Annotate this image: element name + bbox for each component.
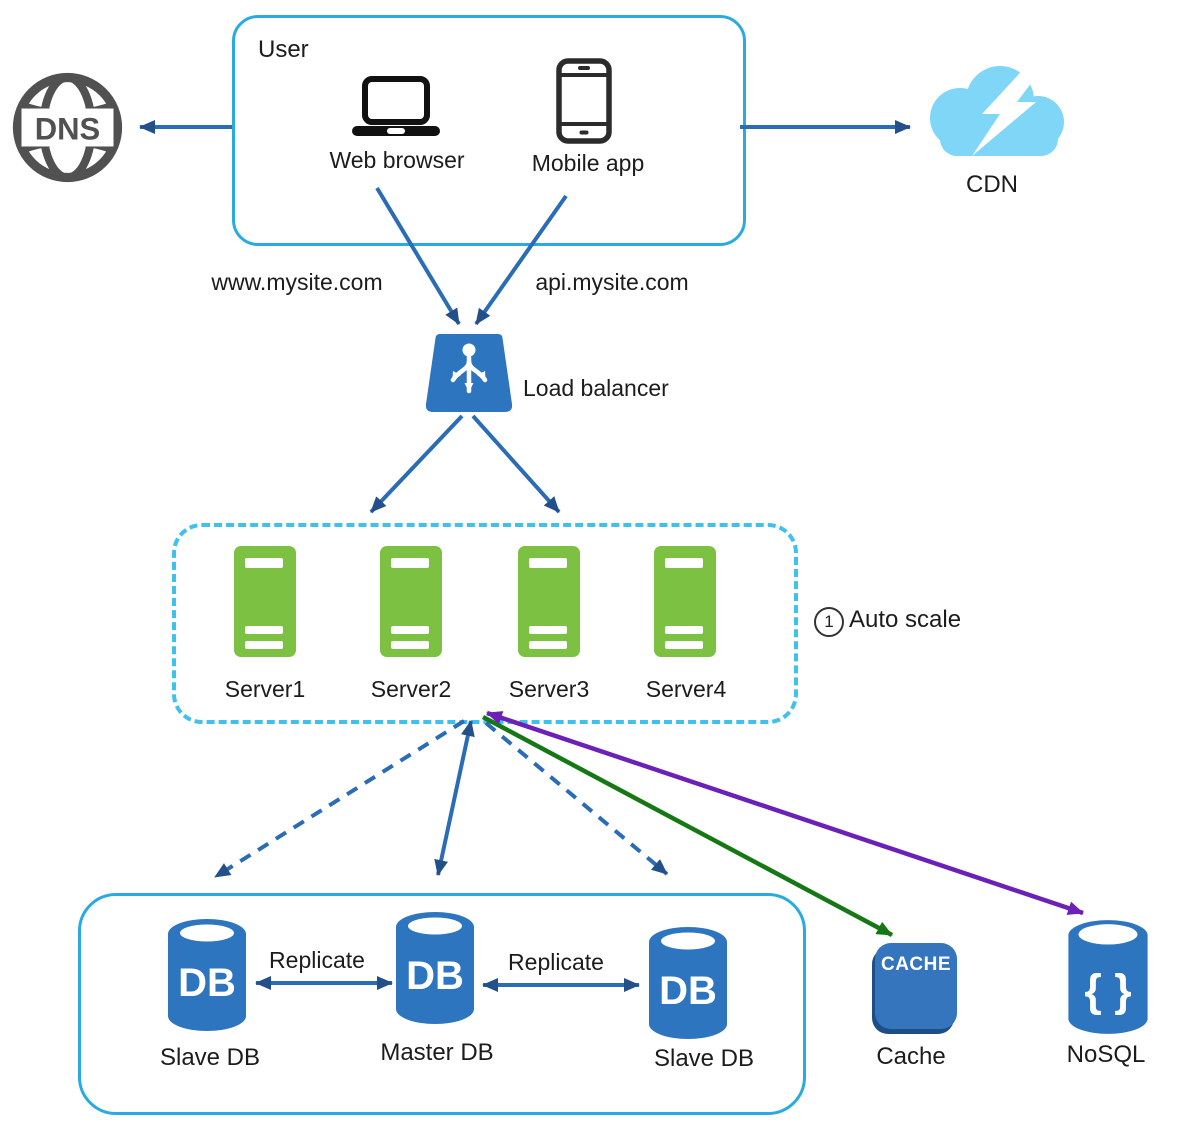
auto-scale-label: Auto scale — [849, 606, 962, 633]
master-db-icon: DB — [396, 912, 474, 1024]
replicate-left-label: Replicate — [269, 947, 365, 973]
nosql-db-icon: { } — [1068, 920, 1148, 1034]
laptop-icon — [352, 76, 440, 136]
lightning-bolt-icon — [972, 62, 1047, 156]
mobile-app-label: Mobile app — [531, 150, 645, 176]
db-icon-text: DB — [406, 954, 464, 998]
server-icon — [380, 546, 442, 657]
slave-db-right-icon: DB — [649, 927, 727, 1039]
server2-label: Server2 — [370, 676, 452, 702]
api-domain-label: api.mysite.com — [535, 269, 689, 295]
web-browser-label: Web browser — [329, 147, 465, 173]
user-box-title: User — [258, 36, 309, 63]
db-icon-text: DB — [178, 961, 236, 1005]
server-icon — [654, 546, 716, 657]
master-db-label: Master DB — [380, 1039, 494, 1066]
cache-icon: CACHE — [875, 943, 957, 1029]
cache-label: Cache — [876, 1043, 946, 1070]
server1-label: Server1 — [224, 676, 306, 702]
slave-db-left-label: Slave DB — [159, 1044, 261, 1071]
auto-scale-step-badge: 1 — [814, 607, 844, 637]
slave-db-right-label: Slave DB — [653, 1045, 755, 1072]
slave-db-left-icon: DB — [168, 919, 246, 1031]
www-domain-label: www.mysite.com — [211, 269, 383, 295]
arrow-loadbalancer-to-servers-left — [369, 414, 464, 514]
load-balancer-label: Load balancer — [523, 375, 669, 401]
server4-label: Server4 — [645, 676, 727, 702]
replicate-right-label: Replicate — [508, 949, 604, 975]
nosql-label: NoSQL — [1066, 1041, 1146, 1068]
smartphone-icon — [556, 58, 612, 144]
db-icon-text: DB — [659, 969, 717, 1013]
cloud-lightning-icon — [930, 62, 1064, 156]
arrow-servers-to-slave-db-left — [213, 719, 466, 879]
server3-label: Server3 — [508, 676, 590, 702]
load-balancer-icon — [425, 334, 513, 412]
cdn-label: CDN — [966, 171, 1018, 198]
arrow-servers-to-slave-db-right — [484, 721, 669, 876]
db-cluster-group-box — [78, 893, 806, 1115]
dns-label: DNS — [35, 112, 101, 147]
arrow-servers-to-master-db — [434, 720, 475, 876]
cache-icon-text: CACHE — [880, 954, 952, 975]
user-group-box — [232, 15, 746, 246]
server-icon — [234, 546, 296, 657]
nosql-icon-text: { } — [1084, 966, 1131, 1015]
arrow-loadbalancer-to-servers-right — [471, 414, 561, 514]
arrow-servers-to-nosql — [486, 710, 1084, 916]
dns-globe-icon: DNS — [12, 72, 123, 183]
auto-scale-step-number: 1 — [824, 612, 834, 631]
server-icon — [518, 546, 580, 657]
